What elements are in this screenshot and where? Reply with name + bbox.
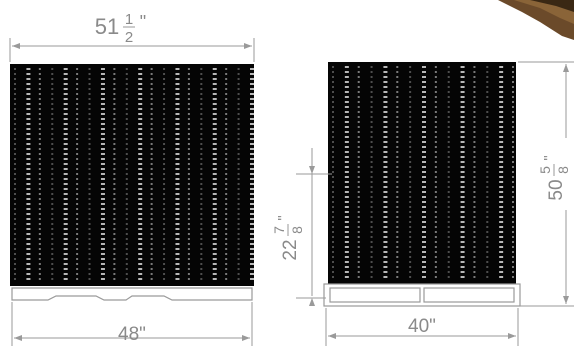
corner-pallet-photo [498, 0, 574, 40]
dimension-top-width: 51 1 2 " [9, 11, 255, 62]
right-height-den: 8 [555, 166, 571, 174]
left-stack-body [10, 64, 254, 286]
dimension-right-height: 50 5 8 " [518, 61, 574, 307]
top-width-whole: 51 [95, 14, 119, 39]
middle-height-whole: 22 [280, 239, 301, 260]
middle-height-suffix: " [275, 215, 292, 220]
right-pallet-left-slot [329, 287, 421, 303]
right-stack-view [323, 62, 521, 307]
right-pallet-right-slot [423, 287, 515, 303]
left-stack-stripes [14, 68, 254, 280]
top-width-num: 1 [125, 11, 133, 28]
right-height-num: 5 [537, 166, 553, 174]
dimension-middle-height: 22 7 8 " [271, 148, 332, 306]
right-stack-stripes [332, 66, 514, 278]
right-height-suffix: " [541, 155, 558, 160]
bottom-left-label: 48" [118, 324, 146, 345]
dimension-bottom-right: 40" [325, 308, 519, 346]
bottom-right-label: 40" [408, 316, 436, 337]
dimension-bottom-left: 48" [11, 302, 253, 346]
top-width-den: 2 [125, 29, 133, 46]
top-width-suffix: " [140, 12, 146, 32]
left-stack-view [10, 64, 254, 301]
middle-height-den: 8 [289, 226, 305, 234]
middle-height-num: 7 [271, 226, 287, 234]
left-pallet-outline [11, 287, 253, 301]
right-height-whole: 50 [546, 179, 567, 200]
